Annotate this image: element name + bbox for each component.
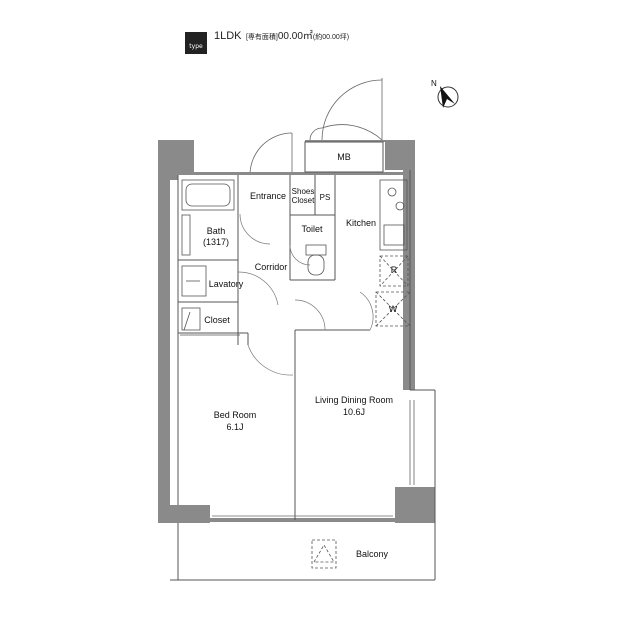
plan-type: 1LDK bbox=[214, 30, 242, 42]
toilet-label: Toilet bbox=[301, 224, 323, 234]
entrance-door bbox=[249, 78, 383, 176]
door-swings bbox=[237, 213, 374, 376]
kitchen-counter bbox=[379, 179, 408, 251]
area-tsubo: (約00.00坪) bbox=[312, 34, 350, 41]
bedroom-label: Bed Room bbox=[214, 410, 257, 420]
bedroom-size-label: 6.1J bbox=[226, 422, 243, 432]
balcony-label: Balcony bbox=[356, 549, 389, 559]
corridor-label: Corridor bbox=[255, 262, 288, 272]
shoes-closet-label-2: Closet bbox=[292, 196, 315, 205]
shoes-closet-label-1: Shoes bbox=[292, 187, 315, 196]
refrigerator-label: R bbox=[391, 265, 398, 275]
type-badge: type bbox=[185, 32, 207, 54]
walls bbox=[158, 140, 435, 523]
windows bbox=[212, 400, 415, 517]
ldk-size-label: 10.6J bbox=[343, 407, 365, 417]
compass-north-label: N bbox=[431, 79, 437, 88]
lavatory-label: Lavatory bbox=[209, 279, 244, 289]
appliance-spaces bbox=[375, 255, 411, 327]
closet-rail bbox=[180, 307, 240, 336]
toilet-fixture bbox=[305, 244, 327, 276]
entrance-label: Entrance bbox=[250, 191, 286, 201]
lavatory-sink bbox=[181, 265, 207, 297]
ldk-label: Living Dining Room bbox=[315, 395, 393, 405]
bath-size-label: (1317) bbox=[203, 237, 229, 247]
plan-title: 1LDK [専有面積]00.00㎡(約00.00坪) bbox=[214, 26, 349, 44]
bathtub bbox=[181, 179, 235, 256]
compass-icon: N bbox=[431, 79, 459, 108]
mb-label: MB bbox=[337, 152, 351, 162]
bath-label: Bath bbox=[207, 226, 226, 236]
closet-label: Closet bbox=[204, 315, 230, 325]
area-value: 00.00㎡ bbox=[277, 31, 313, 42]
interior-walls bbox=[170, 141, 436, 581]
area-label: [専有面積] bbox=[245, 34, 278, 41]
kitchen-label: Kitchen bbox=[346, 218, 376, 228]
ps-label: PS bbox=[320, 193, 331, 202]
washer-label: W bbox=[389, 304, 398, 314]
emergency-hatch-icon bbox=[311, 539, 337, 569]
